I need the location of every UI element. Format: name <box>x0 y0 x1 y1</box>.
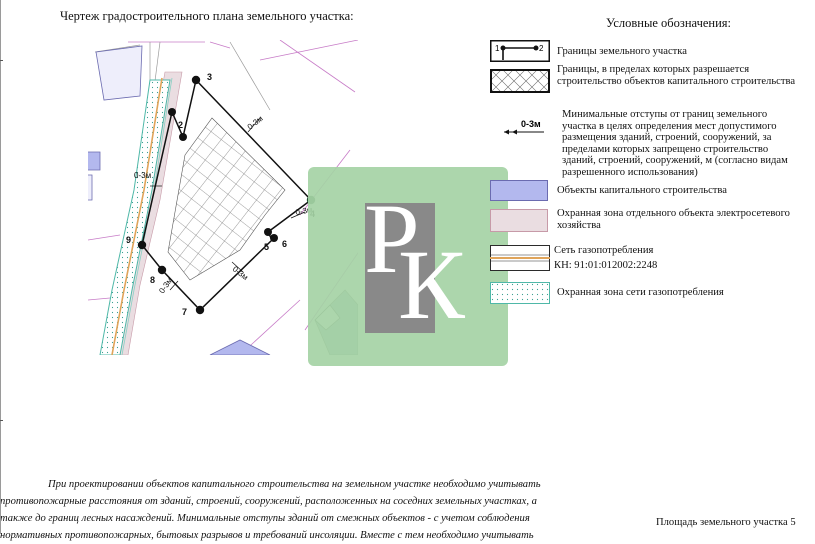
legend-item-gas-network-cadastral: КН: 91:01:012002:2248 <box>554 260 658 271</box>
boundary-swatch-label-2: 2 <box>539 44 544 53</box>
gas-zone-swatch <box>490 282 550 304</box>
page-edge-tick <box>0 60 3 61</box>
note-line-1: При проектировании объектов капитального… <box>48 479 541 490</box>
legend-item-gas-network: Сеть газопотребления <box>554 245 654 256</box>
watermark-letter-r: Р <box>364 183 420 294</box>
setback-label-5: 0-3м <box>157 276 174 295</box>
setback-label-3: 0-3м <box>295 205 313 217</box>
legend-item-setback: Минимальные отступы от границ земельного… <box>562 109 788 178</box>
setback-swatch: 0-3м <box>504 119 544 135</box>
legend-item-protection-zone: Охранная зона отдельного объекта электро… <box>557 208 790 231</box>
capital-object-1 <box>88 151 101 171</box>
legend-item-boundary: Границы земельного участка <box>557 46 687 57</box>
legend-title: Условные обозначения: <box>606 16 732 30</box>
protection-zone-swatch <box>490 209 548 232</box>
note-line-2: противопожарные расстояния от зданий, ст… <box>0 496 537 507</box>
gas-network-swatch <box>490 245 550 271</box>
setback-label-1: 0-3м <box>246 114 265 132</box>
boundary-swatch: 1 2 <box>490 40 550 62</box>
point-label-3: 3 <box>207 72 212 82</box>
point-label-6: 6 <box>282 239 287 249</box>
point-label-5: 5 <box>264 242 269 252</box>
watermark-letter-k: К <box>398 229 465 340</box>
point-label-8: 8 <box>150 275 155 285</box>
parcel-area-label: Площадь земельного участка 5 <box>656 517 796 528</box>
capital-objects-swatch <box>490 180 548 201</box>
legend-item-gas-zone: Охранная зона сети газопотребления <box>557 287 724 298</box>
capital-object-2 <box>209 339 271 355</box>
page-edge-tick <box>0 420 3 421</box>
note-line-4: нормативных противопожарных, бытовых раз… <box>0 530 534 541</box>
point-label-9: 9 <box>126 235 131 245</box>
watermark-logo: Р К <box>308 167 508 366</box>
setback-label-4: 0-3м <box>231 264 250 282</box>
page-edge-rule <box>0 0 1 534</box>
note-line-3: также до границ лесных насаждений. Миним… <box>0 513 530 524</box>
legend-item-capital-objects: Объекты капитального строительства <box>557 185 727 196</box>
legend-item-build-zone: Границы, в пределах которых разрешается … <box>557 64 796 87</box>
point-label-2: 2 <box>178 120 183 130</box>
boundary-swatch-label-1: 1 <box>495 44 500 53</box>
setback-swatch-label: 0-3м <box>521 119 541 129</box>
build-zone-swatch <box>490 69 550 93</box>
setback-label-2: 0-3м <box>134 171 151 180</box>
point-label-7: 7 <box>182 307 187 317</box>
plan-title: Чертеж градостроительного плана земельно… <box>60 9 354 23</box>
